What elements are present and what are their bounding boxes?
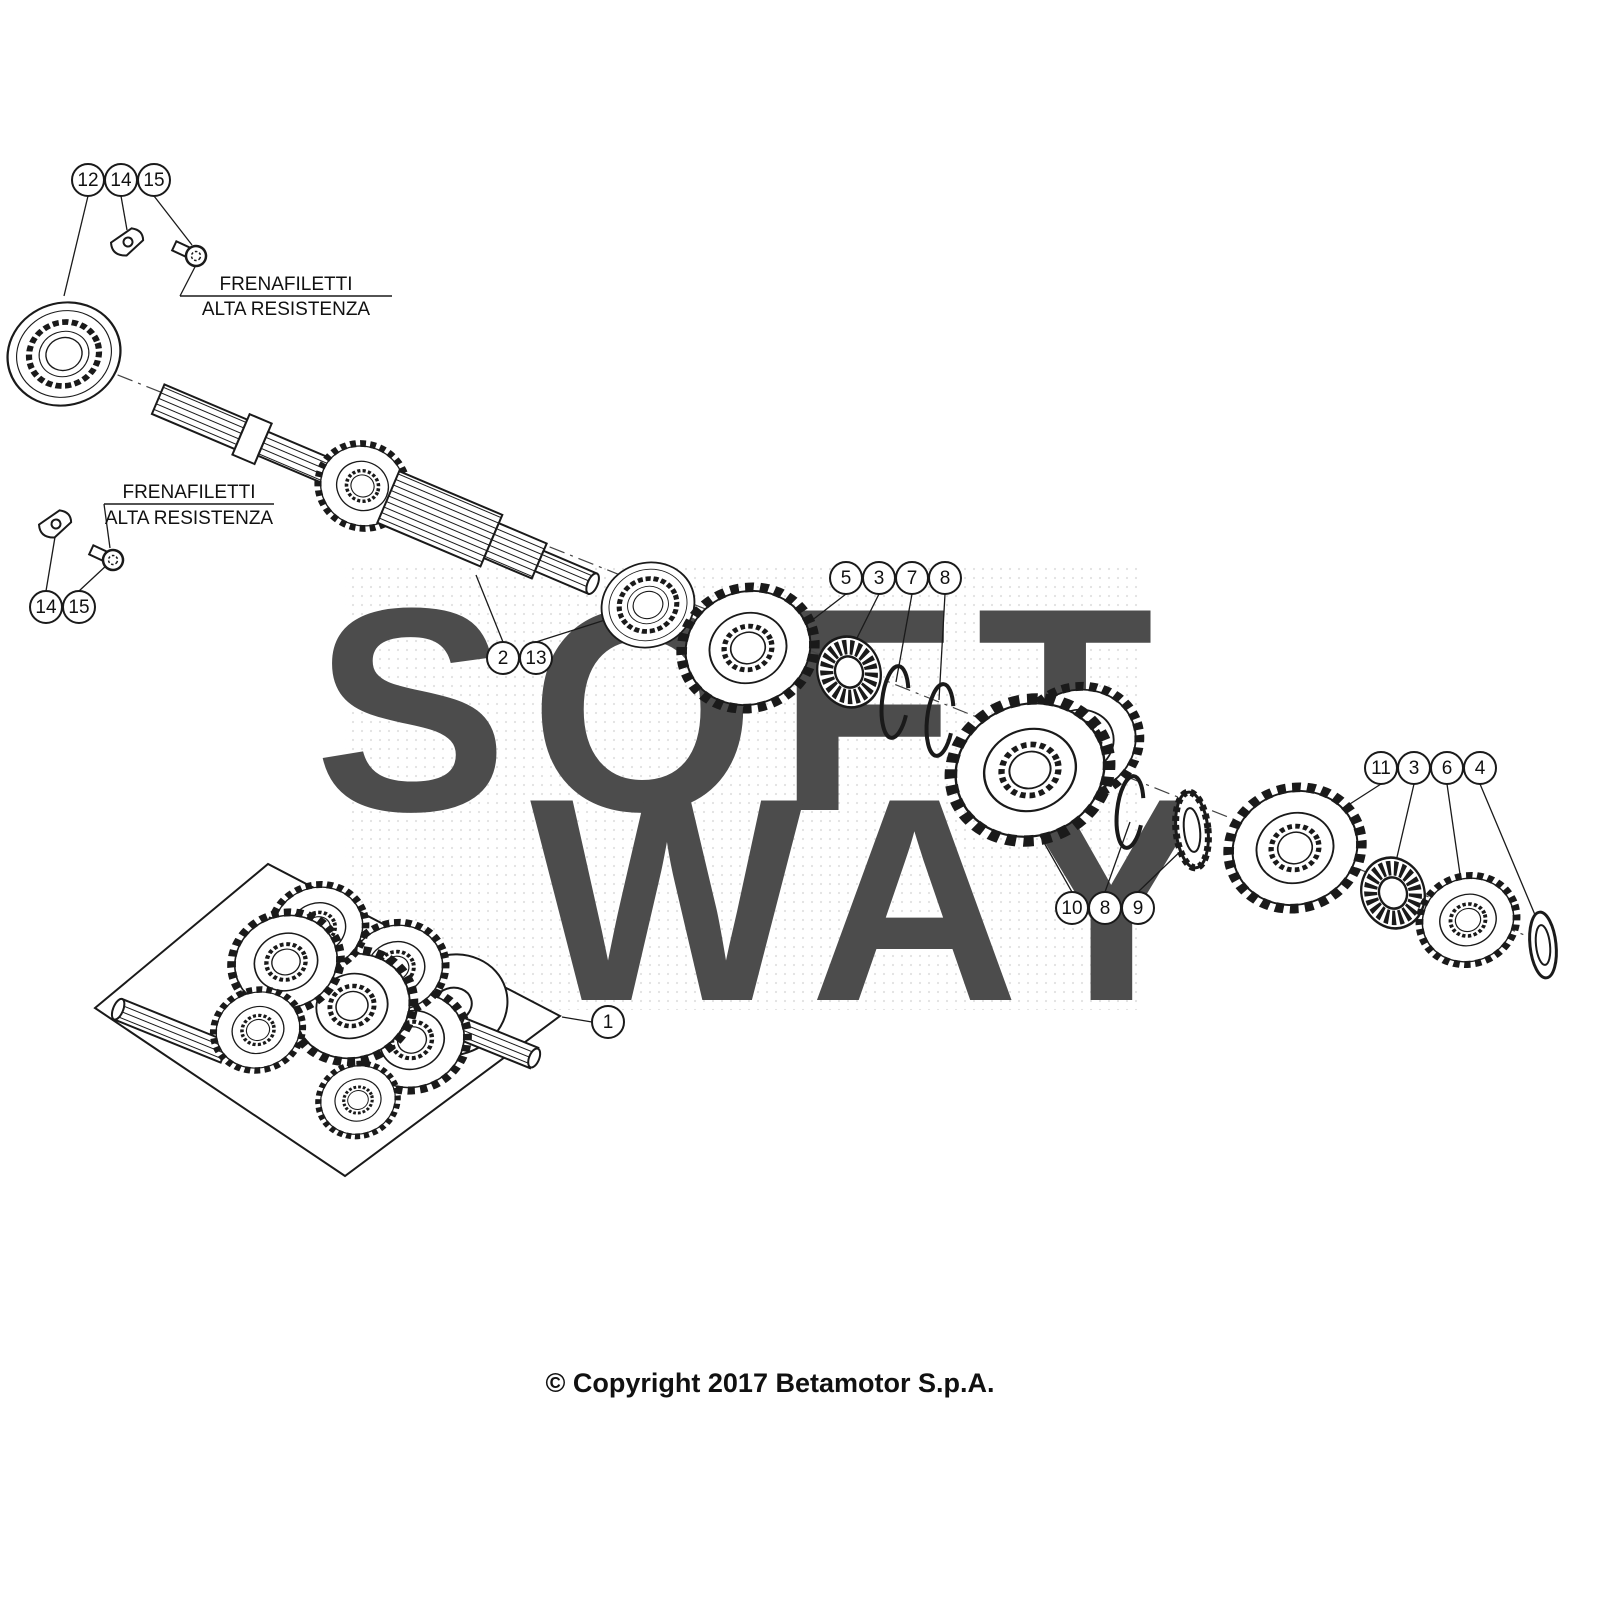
gear-11 (1213, 770, 1378, 926)
callout-4: 4 (1463, 751, 1497, 785)
callout-14-bottom: 14 (29, 590, 63, 624)
copyright-text: © Copyright 2017 Betamotor S.p.A. (546, 1368, 995, 1398)
svg-text:2: 2 (498, 648, 509, 669)
svg-text:3: 3 (874, 568, 885, 589)
callout-2: 2 (486, 641, 520, 675)
leader-lines (45, 195, 1539, 1023)
svg-text:6: 6 (1442, 758, 1453, 779)
callout-8b: 8 (1088, 891, 1122, 925)
threadlocker-label-line2: ALTA RESISTENZA (105, 508, 274, 529)
main-shaft-2 (150, 383, 600, 596)
svg-text:9: 9 (1133, 898, 1144, 919)
svg-text:5: 5 (841, 568, 852, 589)
svg-text:1: 1 (603, 1012, 614, 1033)
svg-text:11: 11 (1371, 758, 1391, 779)
threadlocker-note-top: FRENAFILETTI ALTA RESISTENZA (179, 262, 392, 320)
threadlocker-label-line1: FRENAFILETTI (122, 482, 255, 503)
retainer-plate-14-bottom (37, 509, 73, 539)
svg-text:8: 8 (940, 568, 951, 589)
svg-text:14: 14 (110, 170, 132, 191)
svg-text:15: 15 (143, 170, 164, 191)
callout-15-bottom: 15 (62, 590, 96, 624)
callout-11: 11 (1364, 751, 1398, 785)
threadlocker-note-bottom: FRENAFILETTI ALTA RESISTENZA (103, 482, 274, 549)
svg-text:10: 10 (1061, 898, 1082, 919)
callout-9: 9 (1121, 891, 1155, 925)
ball-bearing-12 (0, 288, 134, 420)
screw-15-top (170, 239, 208, 268)
retainer-plate-14-top (109, 227, 145, 257)
callout-6: 6 (1430, 751, 1464, 785)
callout-3a: 3 (862, 561, 896, 595)
assembled-gearbox-1 (93, 862, 562, 1178)
callout-3b: 3 (1397, 751, 1431, 785)
svg-text:7: 7 (907, 568, 918, 589)
callout-8a: 8 (928, 561, 962, 595)
svg-text:13: 13 (525, 648, 546, 669)
svg-text:3: 3 (1409, 758, 1420, 779)
svg-text:15: 15 (68, 597, 89, 618)
callout-14-top: 14 (104, 163, 138, 197)
threadlocker-label-line1: FRENAFILETTI (219, 274, 352, 295)
svg-text:8: 8 (1100, 898, 1111, 919)
svg-text:14: 14 (35, 597, 57, 618)
washer-4 (1525, 909, 1561, 981)
threadlocker-label-line2: ALTA RESISTENZA (202, 299, 371, 320)
callout-15-top: 15 (137, 163, 171, 197)
callout-7: 7 (895, 561, 929, 595)
callout-13: 13 (519, 641, 553, 675)
callout-12: 12 (71, 163, 105, 197)
svg-text:12: 12 (77, 170, 98, 191)
callout-5: 5 (829, 561, 863, 595)
svg-text:4: 4 (1475, 758, 1486, 779)
gear-6 (1408, 863, 1528, 977)
callout-1: 1 (591, 1005, 625, 1039)
screw-15-bottom (87, 543, 125, 572)
callout-10: 10 (1055, 891, 1089, 925)
